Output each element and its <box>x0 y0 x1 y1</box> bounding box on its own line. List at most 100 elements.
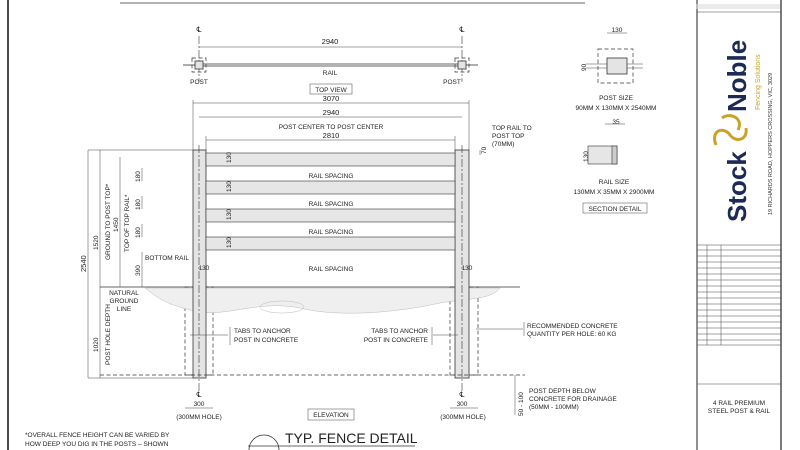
drawing-label: 130 <box>199 265 210 272</box>
revision-table <box>697 244 781 385</box>
drawing-label: 90MM X 130MM X 2540MM <box>576 105 657 112</box>
drawing-label: (70MM) <box>492 141 514 148</box>
rail-4 <box>205 236 456 251</box>
rail-clear-span: 2810 <box>323 131 340 140</box>
drawing-label: 50 - 100 <box>518 392 525 416</box>
brand-logo-symbol <box>713 114 748 146</box>
drawing-label: 70 <box>481 146 488 154</box>
brand-word-stock: Stock <box>722 151 752 222</box>
drawing-label: 300 <box>457 401 468 408</box>
rail-spacing-label: RAIL SPACING <box>309 173 354 180</box>
drawing-label: 130 <box>226 152 233 163</box>
title-block: Stock Noble Fencing Solutions 19 RICHARD… <box>696 0 782 450</box>
drawing-label: TABS TO ANCHOR <box>371 328 428 335</box>
post-section <box>606 57 628 75</box>
drawing-label: 180 <box>135 227 142 238</box>
rail-spacing-label: RAIL SPACING <box>309 266 354 273</box>
drawing-label: 90 <box>581 63 588 71</box>
drawing-label: 130 <box>226 181 233 192</box>
overall-width: 3070 <box>323 94 340 103</box>
drawing-label: POST SIZE <box>599 95 633 102</box>
rail-label: RAIL <box>323 70 338 77</box>
drawing-label: 1520 <box>93 235 100 250</box>
drawing-label: TOP OF TOP RAIL* <box>124 194 131 252</box>
detail-marker-circle <box>248 434 280 450</box>
footnote: HOW DEEP YOU DIG IN THE POSTS – SHOWN <box>25 441 169 448</box>
drawing-label: CONCRETE FOR DRAINAGE <box>529 396 617 403</box>
top-view-span: 2940 <box>322 37 339 46</box>
post-center-label: POST CENTER TO POST CENTER <box>279 124 384 131</box>
drawing-label: (300MM HOLE) <box>176 414 222 421</box>
drawing-line <box>259 300 305 314</box>
drawing-line <box>713 127 748 146</box>
drawing-label: (50MM - 100MM) <box>529 404 579 411</box>
drawing-label: POST HOLE DEPTH <box>105 304 112 365</box>
drawing-line <box>597 48 634 84</box>
rail-spacing-label: RAIL SPACING <box>309 201 354 208</box>
drawing-label: ℄ <box>196 390 203 399</box>
drawing-line <box>582 202 648 214</box>
section-detail: 130 90 POST SIZE 90MM X 130MM X 2540MM 3… <box>574 27 657 214</box>
drawing-label: GROUND TO POST TOP* <box>105 183 112 260</box>
post-center-span: 2940 <box>323 108 340 117</box>
drawing-line <box>696 4 780 9</box>
drawing-label: 1450 <box>113 217 120 232</box>
drawing-label: 130 <box>226 209 233 220</box>
drawing-line <box>721 114 741 131</box>
drawing-label: POST IN CONCRETE <box>364 337 429 344</box>
post-plan <box>194 60 204 70</box>
drawing-label: 35 <box>612 119 620 126</box>
drawing-label: 130 <box>583 151 590 162</box>
rail-3 <box>205 208 456 223</box>
drawing-label: POST DEPTH BELOW <box>529 388 597 395</box>
post-plan <box>457 60 467 70</box>
drawing-label: RECOMMENDED CONCRETE <box>527 323 618 330</box>
centerline-symbol: ℄ <box>459 25 466 34</box>
drawing-label: 300 <box>194 401 205 408</box>
drawing-label: POST IN CONCRETE <box>234 337 299 344</box>
drawing-line <box>611 145 618 165</box>
brand-word-noble: Noble <box>722 40 752 112</box>
post-label: POST <box>443 79 461 86</box>
rail-spacing-label: RAIL SPACING <box>309 229 354 236</box>
section-detail-title: SECTION DETAIL <box>589 206 642 213</box>
top-view-title: TOP VIEW <box>315 87 347 94</box>
top-view-title-box <box>309 83 353 95</box>
drawing-label: LINE <box>117 306 132 313</box>
drawing-label: 130 <box>226 237 233 248</box>
bottom-rail-label: BOTTOM RAIL <box>145 255 189 262</box>
drawing-label: (300MM HOLE) <box>440 414 486 421</box>
drawing-label: NATURAL <box>109 290 139 297</box>
drawing-label: 390 <box>135 265 142 276</box>
drawing-label: TOP RAIL TO <box>492 125 532 132</box>
drawing-label: GROUND <box>110 298 139 305</box>
post-label: POST <box>190 79 208 86</box>
drawing-label: 130 <box>462 265 473 272</box>
drawing-label: 180 <box>135 171 142 182</box>
drawing-label: 130 <box>612 27 623 34</box>
drawing-label: TABS TO ANCHOR <box>234 328 291 335</box>
top-view: ℄ ℄ 2940 RAIL POST POST TOP VIEW <box>183 25 478 95</box>
drawing-label: 130MM X 35MM X 2900MM <box>574 189 655 196</box>
elevation-title-box <box>307 408 355 421</box>
project-name-line-1: 4 RAIL PREMIUM <box>713 400 765 407</box>
rail-2 <box>205 180 456 195</box>
elevation: 3070 2940 POST CENTER TO POST CENTER 281… <box>79 94 618 421</box>
drawing-label: RAIL SIZE <box>599 179 630 186</box>
rail-1 <box>205 152 456 167</box>
drawing-label: 180 <box>135 199 142 210</box>
project-name-line-2: STEEL POST & RAIL <box>708 408 771 415</box>
drawing-label: ℄ <box>459 390 466 399</box>
overall-post-dim: 2540 <box>79 255 88 272</box>
drawing-label: POST TOP <box>492 133 525 140</box>
footnote: *OVERALL FENCE HEIGHT CAN BE VARIED BY <box>25 432 170 439</box>
brand-tagline: Fencing Solutions <box>755 54 762 110</box>
company-address: 19 RICHARDS ROAD, HOPPERS CROSSING, VIC,… <box>768 73 774 215</box>
post-left <box>192 149 207 379</box>
drawing-label: 1020 <box>93 337 100 352</box>
centerline-symbol: ℄ <box>196 25 203 34</box>
elevation-title: ELEVATION <box>313 412 349 419</box>
detail-title: TYP. FENCE DETAIL <box>285 430 418 446</box>
